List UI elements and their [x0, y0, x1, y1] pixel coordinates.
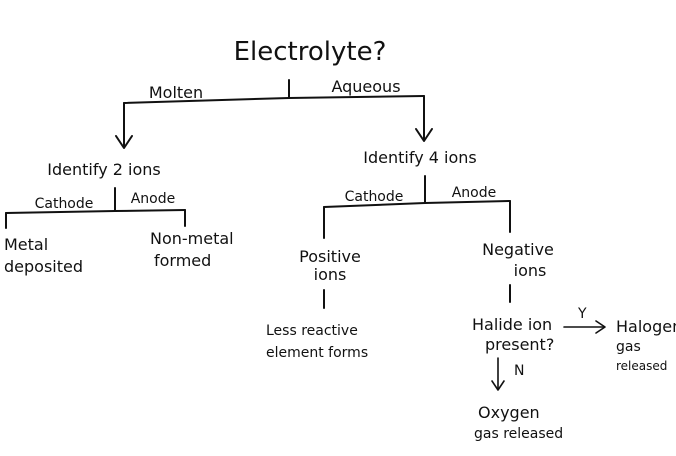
halogen-result-line1: Halogen [616, 317, 676, 336]
aqueous-identify-node: Identify 4 ions [363, 148, 476, 167]
molten-anode-outcome-line1: Non-metal [150, 229, 234, 248]
negative-ions-line1: Negative [482, 240, 554, 259]
halide-question-line1: Halide ion [472, 315, 552, 334]
no-label: N [514, 363, 524, 379]
molten-identify-node: Identify 2 ions [47, 160, 160, 179]
root-question: Electrolyte? [234, 37, 387, 67]
branch-molten-label: Molten [149, 83, 203, 102]
molten-anode-outcome-line2: formed [154, 251, 211, 270]
aqueous-cathode-label: Cathode [345, 189, 404, 205]
branch-aqueous-label: Aqueous [331, 77, 400, 96]
negative-ions-line2: ions [514, 261, 547, 280]
oxygen-result-line2: gas released [474, 426, 563, 442]
no-arrowhead [491, 380, 505, 391]
positive-result-line2: element forms [266, 345, 368, 361]
halogen-result-line3: released [616, 359, 667, 373]
molten-electrode-line [5, 209, 186, 214]
aqueous-anode-label: Anode [452, 185, 497, 201]
halide-question-line2: present? [485, 335, 554, 354]
yes-label: Y [577, 306, 587, 322]
halogen-result-line2: gas [616, 339, 641, 355]
molten-cathode-outcome-line2: deposited [4, 257, 83, 276]
main-split-line [123, 95, 425, 104]
molten-anode-label: Anode [131, 191, 176, 207]
positive-ions-line1: Positive [299, 247, 361, 266]
molten-cathode-outcome-line1: Metal [4, 235, 48, 254]
molten-arrowhead [115, 135, 133, 149]
oxygen-result-line1: Oxygen [478, 403, 540, 422]
positive-ions-line2: ions [314, 265, 347, 284]
aqueous-electrode-line [323, 200, 511, 208]
yes-arrowhead [595, 320, 606, 334]
positive-result-line1: Less reactive [266, 323, 358, 339]
aqueous-arrowhead [415, 128, 433, 142]
molten-cathode-label: Cathode [35, 196, 94, 212]
